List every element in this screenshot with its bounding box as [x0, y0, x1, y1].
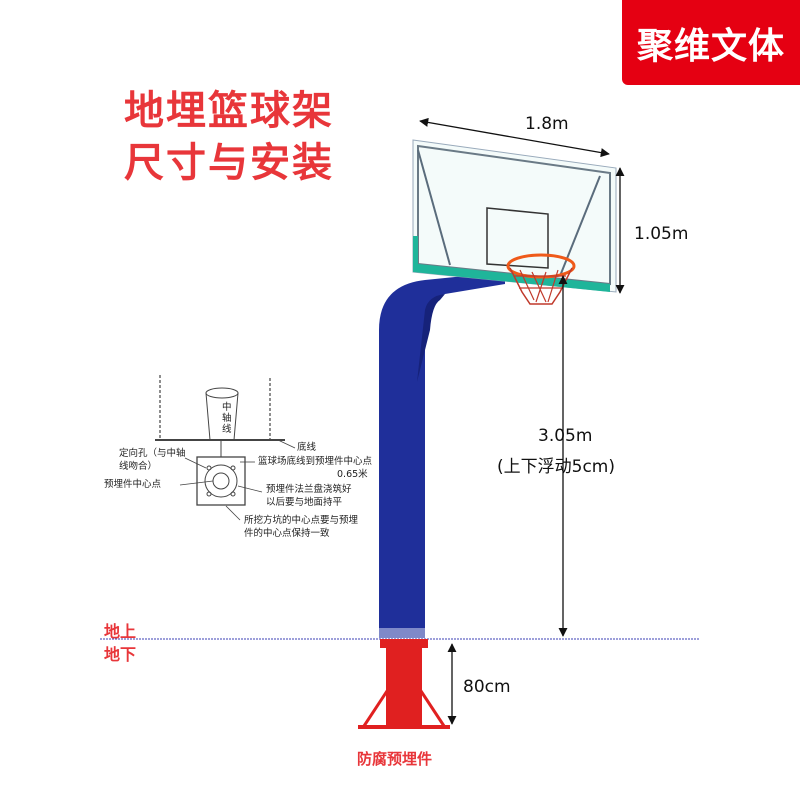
axis-label: 中轴线: [222, 402, 232, 435]
orient-hole-label-1: 定向孔（与中轴: [119, 448, 186, 459]
flange-label-2: 以后要与地面持平: [266, 497, 343, 508]
embedded-part-caption: 防腐预埋件: [357, 750, 433, 768]
flange-label-1: 预埋件法兰盘浇筑好: [266, 484, 352, 495]
embed-depth-label: 80cm: [463, 677, 511, 697]
pole: [379, 272, 505, 638]
embedded-base: [358, 639, 450, 729]
distance-label: 0.65米: [337, 469, 368, 480]
bottom-line-label: 底线: [297, 442, 317, 453]
brand-badge: 聚维文体: [622, 0, 800, 85]
rim-height-label: 3.05m: [538, 426, 593, 446]
width-dim-line: [419, 117, 610, 158]
above-ground-label: 地上: [104, 622, 137, 641]
backboard-height-label: 1.05m: [634, 224, 689, 244]
backboard: [412, 139, 617, 293]
pit-center-label-2: 件的中心点保持一致: [244, 528, 330, 539]
installation-inset: [155, 375, 296, 521]
title-line-2: 尺寸与安装: [124, 140, 334, 186]
below-ground-label: 地下: [104, 645, 137, 664]
embed-center-label: 预埋件中心点: [104, 479, 162, 490]
backboard-width-label: 1.8m: [525, 114, 569, 134]
orient-hole-label-2: 线吻合）: [119, 461, 158, 472]
title-line-1: 地埋篮球架: [124, 88, 334, 134]
brand-label: 聚维文体: [636, 25, 785, 67]
court-to-center-label: 篮球场底线到预埋件中心点: [258, 456, 373, 467]
pit-center-label-1: 所挖方坑的中心点要与预埋: [244, 515, 359, 526]
rim-height-note: (上下浮动5cm): [497, 457, 615, 477]
